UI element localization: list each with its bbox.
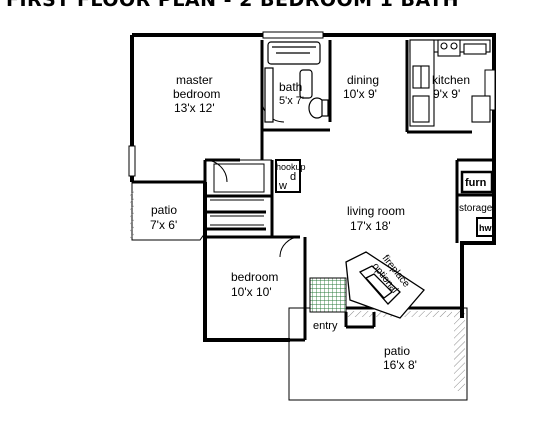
small-patio-label: patio [151,203,177,217]
plan-title: FIRST FLOOR PLAN - 2 BEDROOM 1 BATH [6,0,460,11]
master-bedroom-label-1: master [176,73,213,87]
hookup-label: hookup [276,162,306,172]
large-patio-size: 16'x 8' [383,358,417,372]
master-bedroom-label-2: bedroom [173,87,220,101]
large-patio-label: patio [384,344,410,358]
large-patio-outline [288,307,468,401]
furn-box [460,170,494,194]
dining-size: 10'x 9' [343,87,377,101]
kitchen-label: kitchen [432,73,470,87]
entry-tile [309,277,347,313]
bath-size: 5'x 7' [279,95,304,107]
hookup-d-label: d [290,171,296,183]
fireplace [345,251,425,319]
living-room-label: living room [347,204,405,218]
patio-hatch-right [454,311,465,391]
storage-label: storage [459,203,493,214]
left-hatch [130,190,134,238]
small-patio-size: 7'x 6' [150,218,177,232]
hookup-w-label: w [278,180,287,192]
bedroom-size: 10'x 10' [231,285,272,299]
dining-label: dining [347,73,379,87]
kitchen-fixtures [409,39,491,127]
bedroom-label: bedroom [231,270,278,284]
kitchen-size: 9'x 9' [433,87,460,101]
hw-label: hw [479,223,492,233]
furn-label: furn [465,177,487,189]
entry-label: entry [313,320,338,332]
living-room-size: 17'x 18' [350,219,391,233]
hw-box [476,217,494,237]
master-bedroom-size: 13'x 12' [174,101,215,115]
bath-label: bath [279,80,302,94]
hookup-box [275,159,301,193]
windows [128,31,496,177]
bath-fixtures [264,41,329,123]
closet-lines [210,163,265,226]
